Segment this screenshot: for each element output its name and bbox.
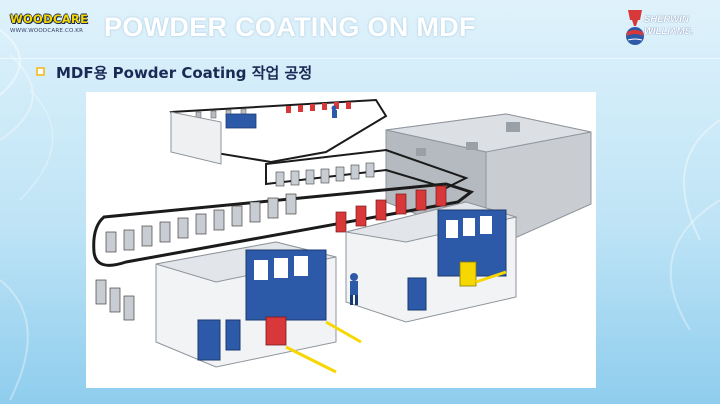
main-conveyor-rail xyxy=(92,182,475,267)
sherwin-williams-line1: SHERWIN xyxy=(644,14,689,25)
middle-hanging-parts xyxy=(275,162,375,187)
square-bullet-icon xyxy=(36,67,45,76)
slide-header: WOODCARE WWW.WOODCARE.CO.KR POWDER COATI… xyxy=(0,0,720,58)
sherwin-williams-logo: SHERWIN WILLIAMS. xyxy=(624,8,716,50)
woodcare-logo-url: WWW.WOODCARE.CO.KR xyxy=(10,28,84,34)
operator-figure xyxy=(350,273,358,305)
main-hanging-parts xyxy=(95,185,447,321)
paint-globe-icon xyxy=(626,10,644,45)
woodcare-logo: WOODCARE WWW.WOODCARE.CO.KR xyxy=(10,12,90,44)
sherwin-williams-line2: WILLIAMS. xyxy=(644,26,694,37)
slide-title: POWDER COATING ON MDF xyxy=(104,12,476,42)
woodcare-logo-name: WOODCARE xyxy=(10,12,89,26)
powder-coating-line-figure xyxy=(86,92,596,388)
left-spray-booth xyxy=(155,241,362,374)
powder-coating-line-illustration xyxy=(86,92,596,388)
back-booth xyxy=(170,111,222,165)
operator-figure-upper xyxy=(331,105,337,118)
right-spray-booth xyxy=(345,201,518,323)
upper-hanging-parts xyxy=(195,102,351,120)
bullet-text: MDF용 Powder Coating 작업 공정 xyxy=(56,64,313,82)
